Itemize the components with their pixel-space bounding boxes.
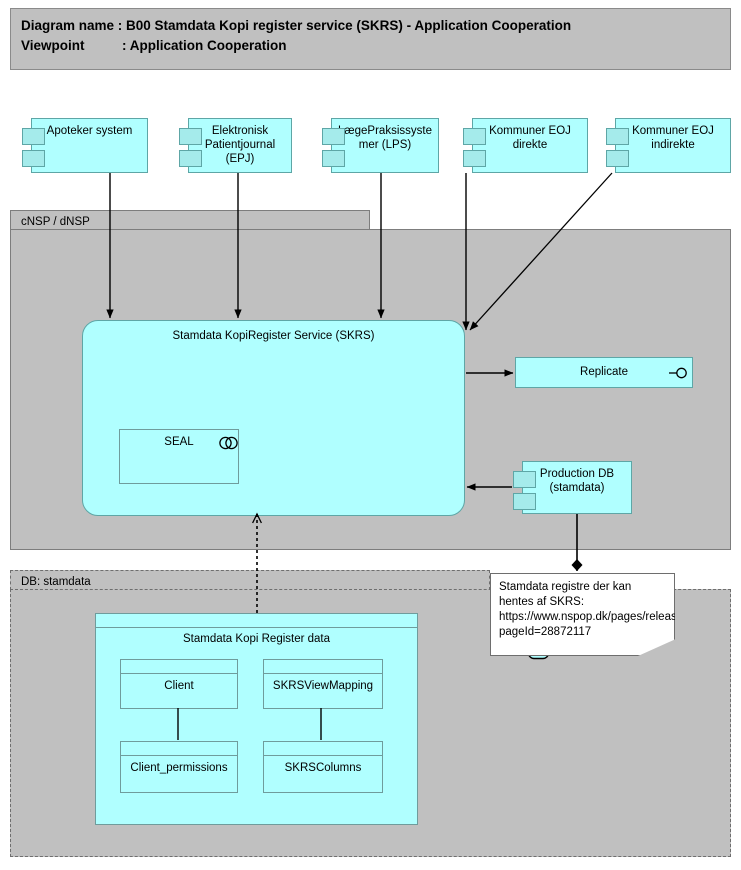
application-component-icon bbox=[513, 471, 536, 488]
data-object-label: Client bbox=[164, 680, 194, 692]
data-object-client-permissions[interactable]: Client_permissions bbox=[120, 741, 238, 793]
application-component-icon bbox=[22, 150, 45, 167]
application-component-icon bbox=[606, 128, 629, 145]
application-component-icon bbox=[606, 150, 629, 167]
component-elektronisk-patientjournal[interactable]: Elektronisk Patientjournal (EPJ) bbox=[179, 118, 292, 173]
application-interface-replicate[interactable]: Replicate bbox=[515, 357, 693, 388]
application-collaboration-icon bbox=[219, 436, 238, 450]
component-label: Kommuner EOJ direkte bbox=[489, 125, 571, 151]
replicate-label: Replicate bbox=[580, 366, 628, 378]
group-tab-nsp: cNSP / dNSP bbox=[10, 210, 370, 230]
component-label: LægePraksissyste mer (LPS) bbox=[338, 125, 432, 151]
note-stamdata-registre: Stamdata registre der kan hentes af SKRS… bbox=[490, 573, 675, 656]
data-object-header bbox=[96, 614, 417, 628]
component-apoteker-system[interactable]: Apoteker system bbox=[22, 118, 148, 173]
viewpoint-line: Viewpoint : Application Cooperation bbox=[21, 38, 287, 53]
application-component-icon bbox=[179, 150, 202, 167]
service-label: Stamdata KopiRegister Service (SKRS) bbox=[172, 330, 375, 342]
application-component-icon bbox=[513, 493, 536, 510]
data-object-skrsviewmapping[interactable]: SKRSViewMapping bbox=[263, 659, 383, 709]
data-object-header bbox=[264, 660, 382, 674]
application-collaboration-seal[interactable]: SEAL bbox=[119, 429, 239, 484]
component-label: Kommuner EOJ indirekte bbox=[632, 125, 714, 151]
application-component-icon bbox=[322, 128, 345, 145]
component-label: Production DB (stamdata) bbox=[539, 468, 615, 494]
application-component-icon bbox=[322, 150, 345, 167]
data-object-label: SKRSViewMapping bbox=[272, 680, 374, 692]
group-tab-db: DB: stamdata bbox=[10, 570, 490, 590]
data-group-label: Stamdata Kopi Register data bbox=[182, 633, 331, 645]
data-object-header bbox=[121, 742, 237, 756]
application-component-icon bbox=[463, 150, 486, 167]
component-kommuner-eoj-indirekte[interactable]: Kommuner EOJ indirekte bbox=[606, 118, 731, 173]
application-component-icon bbox=[463, 128, 486, 145]
component-production-db[interactable]: Production DB (stamdata) bbox=[513, 461, 632, 514]
data-object-header bbox=[264, 742, 382, 756]
data-object-header bbox=[121, 660, 237, 674]
data-object-label: Client_permissions bbox=[130, 762, 228, 774]
data-object-client[interactable]: Client bbox=[120, 659, 238, 709]
application-component-icon bbox=[179, 128, 202, 145]
application-service-skrs[interactable]: Stamdata KopiRegister Service (SKRS) SEA… bbox=[82, 320, 550, 660]
seal-label: SEAL bbox=[164, 436, 194, 448]
data-object-skrscolumns[interactable]: SKRSColumns bbox=[263, 741, 383, 793]
diagram-title-banner: Diagram name : B00 Stamdata Kopi registe… bbox=[10, 8, 731, 70]
data-object-stamdata-kopi-register-data[interactable]: Stamdata Kopi Register data Client SKRSV… bbox=[95, 613, 418, 825]
component-label: Elektronisk Patientjournal (EPJ) bbox=[204, 125, 276, 165]
component-kommuner-eoj-direkte[interactable]: Kommuner EOJ direkte bbox=[463, 118, 588, 173]
application-component-icon bbox=[22, 128, 45, 145]
component-laegepraksissystemer[interactable]: LægePraksissyste mer (LPS) bbox=[322, 118, 439, 173]
data-object-label: SKRSColumns bbox=[284, 762, 362, 774]
component-label: Apoteker system bbox=[46, 125, 133, 137]
diagram-name-line: Diagram name : B00 Stamdata Kopi registe… bbox=[21, 18, 572, 33]
application-interface-icon bbox=[669, 367, 687, 379]
